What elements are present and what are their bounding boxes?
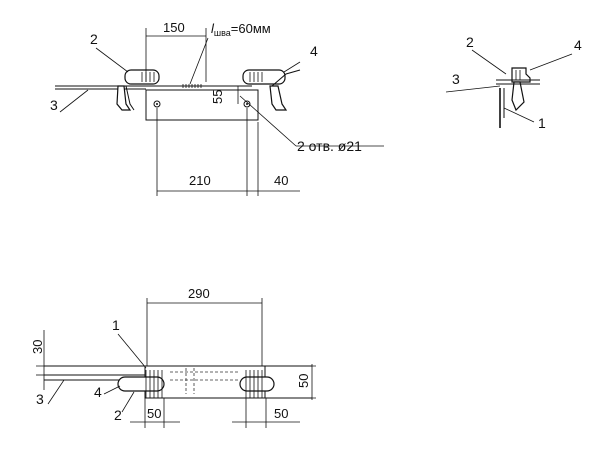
holes-leader [239,95,297,147]
top-view: 150 lшва=60мм 55 2 отв. ø21 210 40 2 4 3 [50,20,384,196]
dim-50-right: 50 [296,374,311,388]
dim-55: 55 [210,90,225,104]
bottom-view: 290 30 50 50 50 1 3 4 2 [30,286,316,428]
top-label-3: 3 [50,97,58,113]
side-label-3: 3 [452,71,460,87]
dim-40: 40 [274,173,288,188]
dim-50-left: 50 [147,406,161,421]
top-plate [145,89,259,121]
holes-note: 2 отв. ø21 [297,138,362,154]
dim-150: 150 [163,20,185,35]
bottom-label-3: 3 [36,391,44,407]
dim-50-mid: 50 [274,406,288,421]
side-clamp [511,67,531,83]
dim-30: 30 [30,340,45,354]
top-right-clamp [242,69,301,111]
dim-290: 290 [188,286,210,301]
side-label-1: 1 [538,115,546,131]
side-bolt [511,81,525,112]
top-weld-hatch [182,84,202,88]
side-label-4: 4 [574,37,582,53]
weld-leader [189,37,209,85]
side-view: 2 4 3 1 [445,34,582,131]
dim-210: 210 [189,173,211,188]
side-label-2: 2 [466,34,474,50]
bottom-label-4: 4 [94,384,102,400]
top-label-4: 4 [310,43,318,59]
top-hole-left [153,100,161,108]
bottom-label-2: 2 [114,407,122,423]
bottom-right-clamp [239,370,275,398]
weld-length-label: lшва=60мм [211,21,271,38]
bottom-label-1: 1 [112,317,120,333]
bottom-left-clamp [117,370,165,398]
top-label-2: 2 [90,31,98,47]
top-hole-right [243,100,251,108]
